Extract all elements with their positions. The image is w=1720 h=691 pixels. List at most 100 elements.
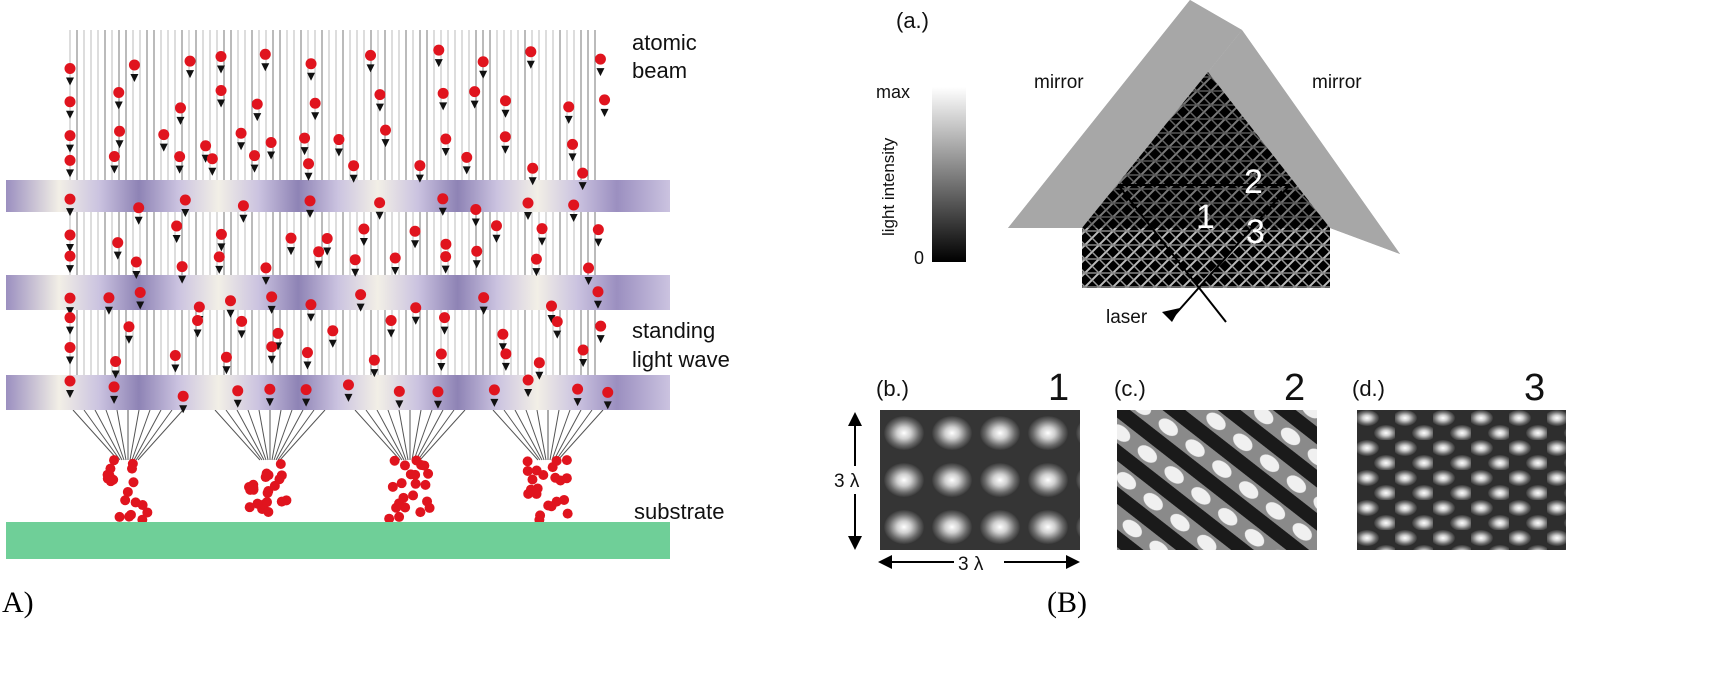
atom bbox=[567, 138, 579, 150]
dim-v-bg bbox=[832, 466, 876, 494]
deposited-atom bbox=[394, 511, 405, 522]
deposited-atom bbox=[262, 497, 273, 508]
colorbar-min: 0 bbox=[914, 248, 924, 268]
atom bbox=[215, 228, 227, 240]
atom-direction-arrow bbox=[438, 207, 447, 216]
atom bbox=[527, 162, 539, 174]
mirror-label-left: mirror bbox=[1034, 72, 1084, 93]
atom bbox=[108, 381, 120, 393]
atom-direction-arrow bbox=[553, 330, 562, 339]
atom bbox=[348, 160, 360, 172]
atom bbox=[432, 386, 444, 398]
atom-direction-arrow bbox=[498, 343, 507, 352]
atom-direction-arrow bbox=[176, 116, 185, 125]
atom-direction-arrow bbox=[111, 370, 120, 379]
atom-direction-arrow bbox=[547, 315, 556, 324]
atom bbox=[305, 299, 317, 311]
focused-trajectory bbox=[514, 409, 543, 461]
dim-h-label: 3 λ bbox=[958, 554, 984, 575]
atom-direction-arrow bbox=[568, 153, 577, 162]
atom bbox=[349, 254, 361, 266]
label-light-wave: light wave bbox=[632, 347, 730, 372]
atom-direction-arrow bbox=[66, 356, 74, 365]
focused-trajectory bbox=[277, 409, 315, 461]
deposited-atom bbox=[128, 477, 139, 488]
atom bbox=[171, 220, 183, 232]
arrow-left bbox=[878, 555, 892, 569]
atom-direction-arrow bbox=[303, 361, 312, 370]
atom-direction-arrow bbox=[110, 165, 119, 174]
deposited-atom bbox=[535, 510, 546, 521]
atom-direction-arrow bbox=[359, 238, 368, 247]
focused-trajectory bbox=[105, 409, 125, 461]
atom-direction-arrow bbox=[134, 216, 143, 225]
atom bbox=[321, 233, 333, 245]
atom bbox=[439, 312, 451, 324]
atom-direction-arrow bbox=[375, 103, 384, 112]
region-3: 3 bbox=[1246, 213, 1265, 251]
atom bbox=[530, 253, 542, 265]
arrow-down bbox=[848, 536, 862, 550]
deposited-atom bbox=[423, 468, 434, 479]
atom-direction-arrow bbox=[584, 277, 593, 286]
atom bbox=[577, 167, 589, 179]
atom bbox=[64, 229, 76, 241]
label-d-sub: (d.) bbox=[1352, 376, 1385, 401]
deposited-atom bbox=[245, 484, 256, 495]
focused-trajectory bbox=[354, 409, 401, 461]
atom-direction-arrow bbox=[391, 267, 400, 276]
atom bbox=[174, 102, 186, 114]
atom-direction-arrow bbox=[304, 172, 313, 181]
atom-direction-arrow bbox=[114, 101, 123, 110]
atom-direction-arrow bbox=[395, 400, 404, 409]
atom bbox=[64, 250, 76, 262]
atom bbox=[368, 354, 380, 366]
atom-direction-arrow bbox=[462, 166, 471, 175]
atom-direction-arrow bbox=[479, 70, 488, 79]
atom-direction-arrow bbox=[415, 174, 424, 183]
atom bbox=[470, 203, 482, 215]
atom-direction-arrow bbox=[501, 109, 510, 118]
atom-direction-arrow bbox=[253, 113, 262, 122]
atom-direction-arrow bbox=[237, 142, 246, 151]
atom bbox=[235, 127, 247, 139]
colorbar-max: max bbox=[876, 82, 910, 102]
laser-paths bbox=[1117, 184, 1291, 323]
interference-region bbox=[1082, 72, 1330, 288]
atom bbox=[285, 232, 297, 244]
atom-direction-arrow bbox=[136, 301, 145, 310]
atom bbox=[249, 150, 261, 162]
focused-trajectory bbox=[131, 409, 151, 461]
atom-direction-arrow bbox=[110, 395, 119, 404]
colorbar-title: light intensity bbox=[879, 137, 898, 236]
atom bbox=[409, 225, 421, 237]
deposited-atom bbox=[263, 506, 274, 517]
atom-direction-arrow bbox=[535, 371, 544, 380]
atom bbox=[435, 348, 447, 360]
atom-direction-arrow bbox=[66, 244, 74, 253]
num-d-sub: 3 bbox=[1524, 367, 1545, 409]
deposited-atom bbox=[105, 463, 116, 474]
atom-direction-arrow bbox=[524, 389, 533, 398]
atom-direction-arrow bbox=[351, 268, 360, 277]
atom bbox=[478, 292, 490, 304]
deposited-atom bbox=[415, 507, 426, 518]
atom-direction-arrow bbox=[323, 247, 332, 256]
focused-trajectory bbox=[376, 409, 405, 461]
atom-direction-arrow bbox=[172, 235, 181, 244]
focused-trajectory bbox=[525, 409, 545, 461]
atom bbox=[176, 261, 188, 273]
atom-direction-arrow bbox=[300, 147, 309, 156]
deposited-atom bbox=[546, 501, 557, 512]
deposited-atom bbox=[410, 469, 421, 480]
substrate-block bbox=[6, 522, 670, 559]
atom-direction-arrow bbox=[265, 398, 274, 407]
atom-direction-arrow bbox=[113, 251, 122, 260]
atom-direction-arrow bbox=[186, 70, 195, 79]
focused-trajectory bbox=[557, 409, 604, 461]
arrow-right bbox=[1066, 555, 1080, 569]
deposited-atom bbox=[411, 455, 422, 466]
focused-trajectory bbox=[492, 409, 539, 461]
label-b-sub: (b.) bbox=[876, 376, 909, 401]
deposited-atom bbox=[252, 498, 263, 509]
